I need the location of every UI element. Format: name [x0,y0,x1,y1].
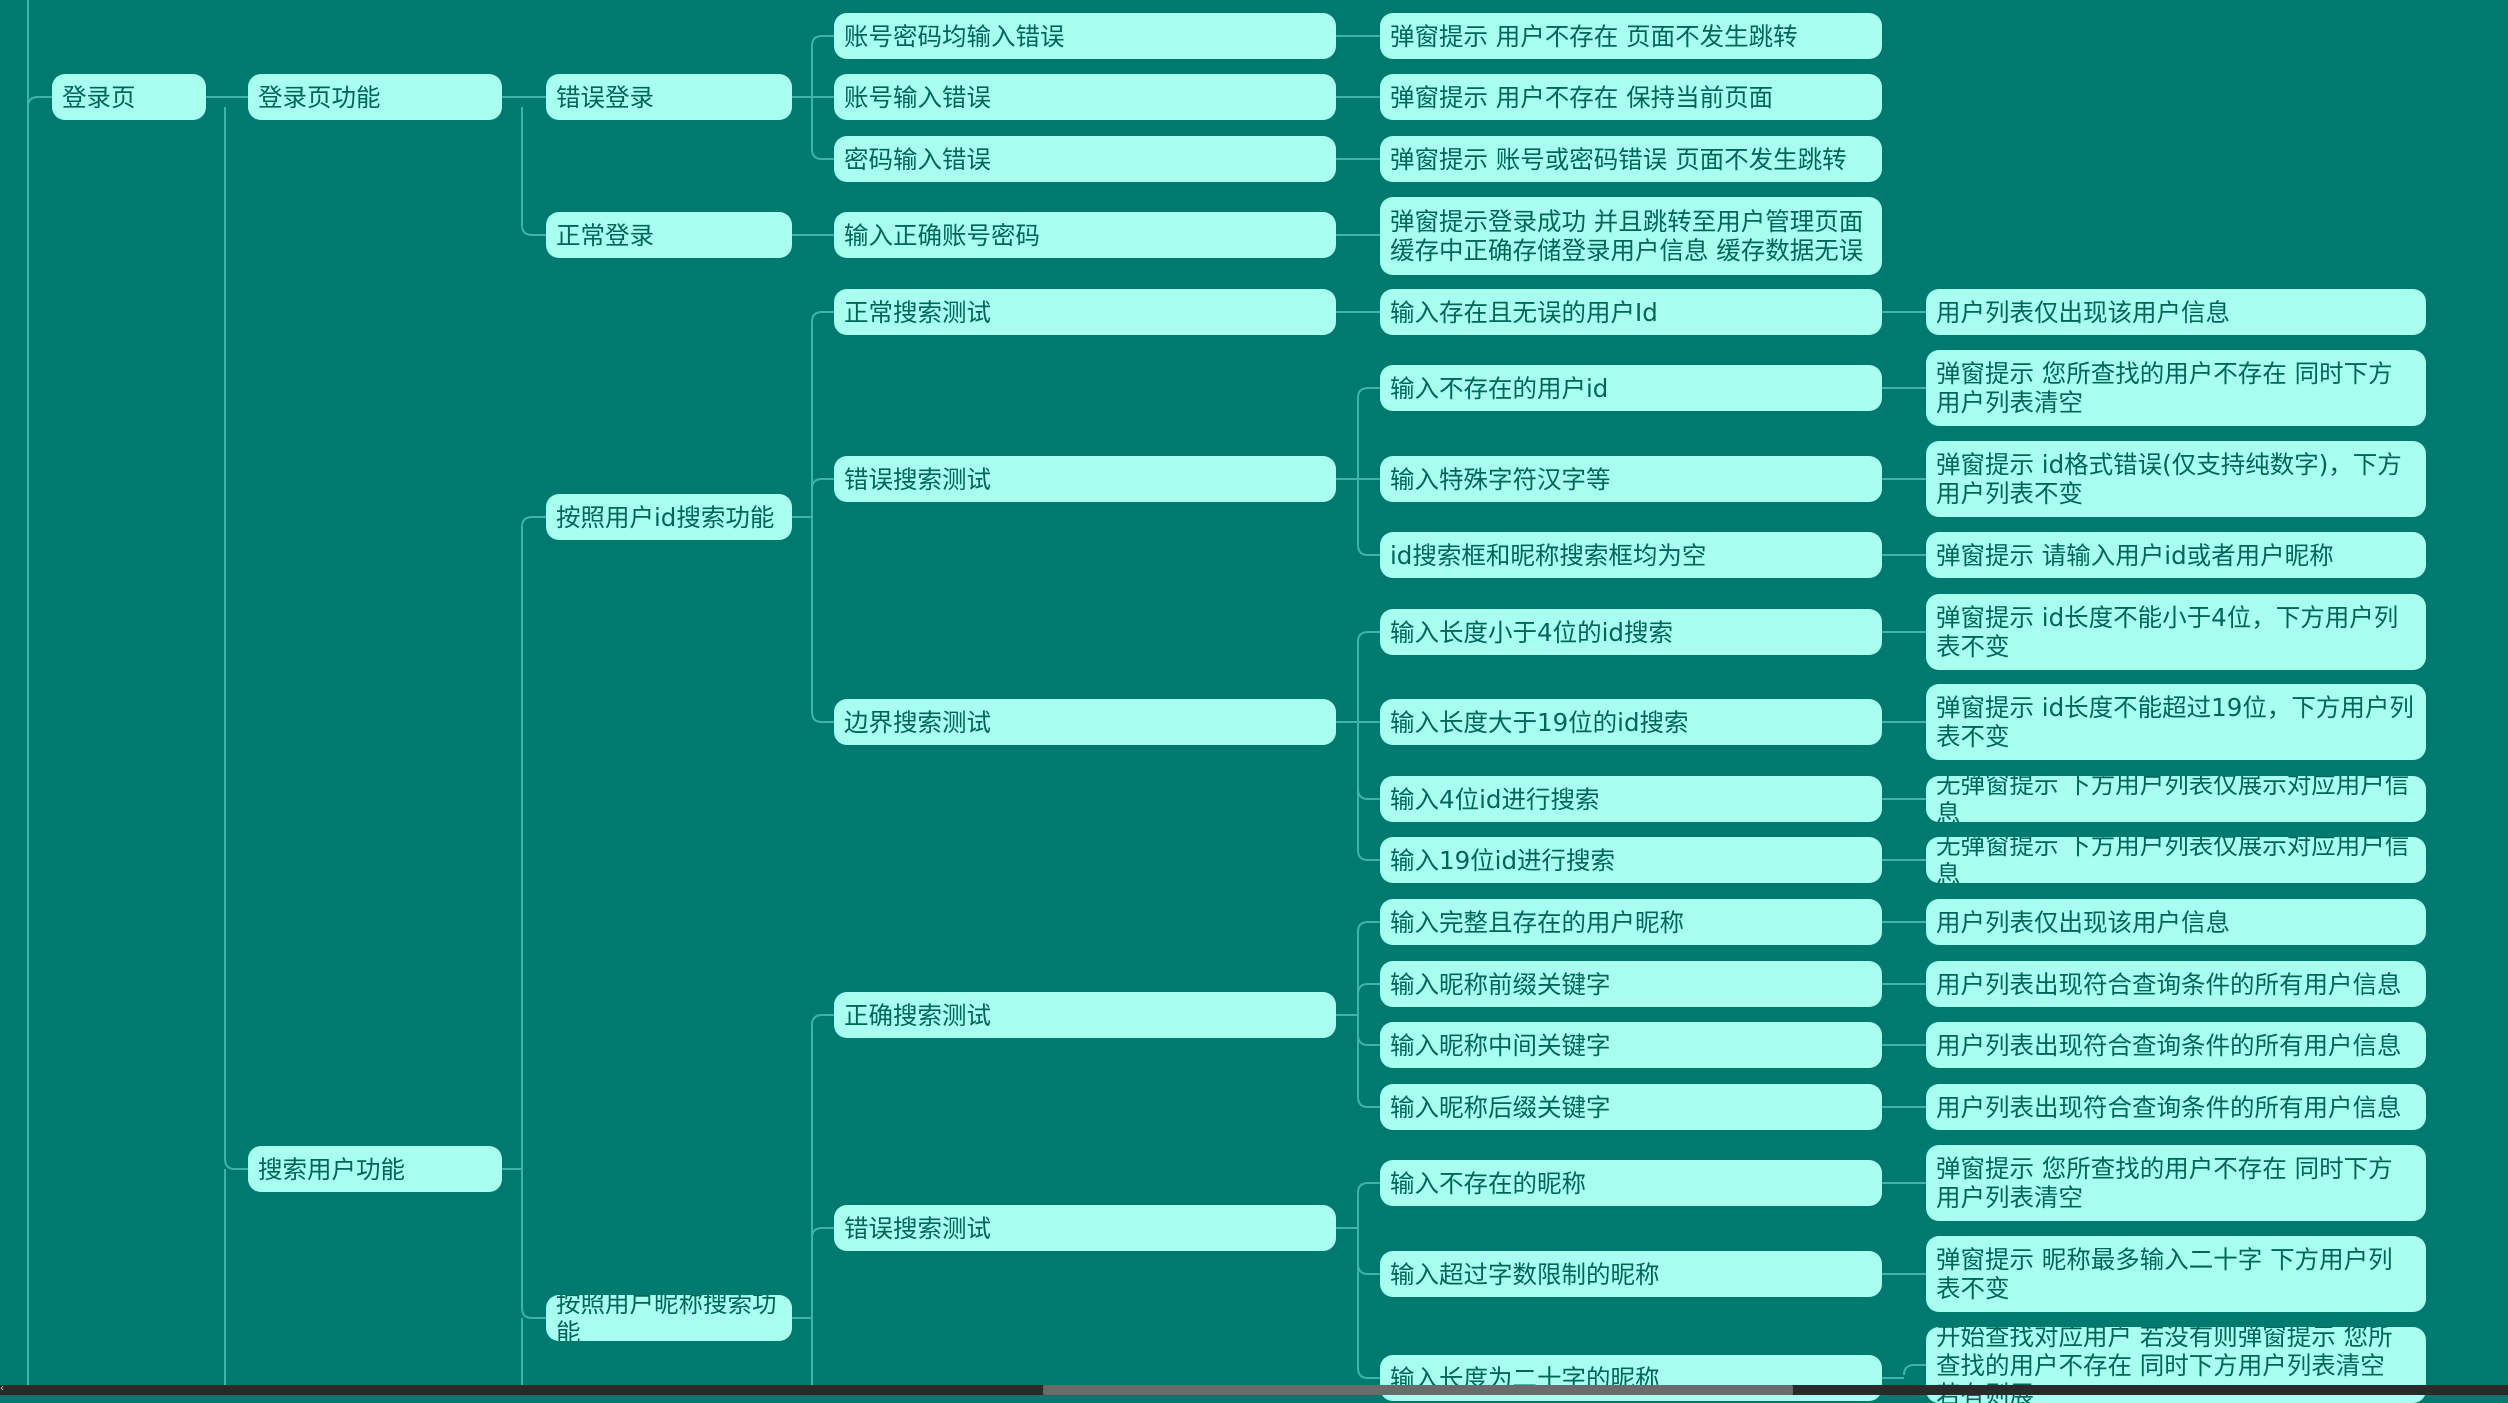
node-id-boundary-search-test[interactable]: 边界搜索测试 [834,699,1336,745]
connector-branch-15-3 [1357,1096,1380,1108]
connector-branch-14-2 [1357,788,1380,800]
connector-branch-3-1 [521,1307,546,1319]
node-correct-credentials[interactable]: 输入正确账号密码 [834,212,1336,258]
node-input-nick-middle[interactable]: 输入昵称中间关键字 [1380,1022,1882,1068]
node-id-normal-search-test[interactable]: 正常搜索测试 [834,289,1336,335]
node-input-full-nickname[interactable]: 输入完整且存在的用户昵称 [1380,899,1882,945]
node-input-nick-suffix[interactable]: 输入昵称后缀关键字 [1380,1084,1882,1130]
node-expect-all-matching-prefix[interactable]: 用户列表出现符合查询条件的所有用户信息 [1926,961,2426,1007]
node-password-wrong[interactable]: 密码输入错误 [834,136,1336,182]
connector-branch-0-0 [27,96,52,108]
node-expect-enter-id-or-nick[interactable]: 弹窗提示 请输入用户id或者用户昵称 [1926,532,2426,578]
connector-branch-31-0 [1903,1364,1926,1376]
node-acct-pwd-both-wrong[interactable]: 账号密码均输入错误 [834,13,1336,59]
node-id-error-search-test[interactable]: 错误搜索测试 [834,456,1336,502]
node-id-length-19[interactable]: 输入19位id进行搜索 [1380,837,1882,883]
node-login-page[interactable]: 登录页 [52,74,206,120]
node-result-acct-or-pwd-wrong[interactable]: 弹窗提示 账号或密码错误 页面不发生跳转 [1380,136,1882,182]
node-result-login-success[interactable]: 弹窗提示登录成功 并且跳转至用户管理页面 缓存中正确存储登录用户信息 缓存数据无… [1380,197,1882,275]
connector-branch-15-0 [1357,921,1380,933]
node-expect-all-matching-middle[interactable]: 用户列表出现符合查询条件的所有用户信息 [1926,1022,2426,1068]
connector-branch-6-2 [811,711,834,723]
scroll-left-arrow-icon[interactable]: ‹ [0,1383,4,1394]
node-input-nonexistent-id[interactable]: 输入不存在的用户id [1380,365,1882,411]
node-nick-error-search-test[interactable]: 错误搜索测试 [834,1205,1336,1251]
node-expect-all-matching-suffix[interactable]: 用户列表出现符合查询条件的所有用户信息 [1926,1084,2426,1130]
connector-branch-2-1 [521,224,546,236]
connector-branch-6-0 [811,311,834,323]
connector-branch-13-2 [1357,544,1380,556]
node-expect-nick-not-found-clear[interactable]: 弹窗提示 您所查找的用户不存在 同时下方用户列表清空 [1926,1145,2426,1221]
node-input-existing-id[interactable]: 输入存在且无误的用户Id [1380,289,1882,335]
node-id-length-4[interactable]: 输入4位id进行搜索 [1380,776,1882,822]
node-expect-user-not-found-clear[interactable]: 弹窗提示 您所查找的用户不存在 同时下方用户列表清空 [1926,350,2426,426]
horizontal-scrollbar-thumb[interactable] [1043,1385,1793,1395]
node-account-wrong[interactable]: 账号输入错误 [834,74,1336,120]
node-wrong-login[interactable]: 错误登录 [546,74,792,120]
node-input-nick-over-limit[interactable]: 输入超过字数限制的昵称 [1380,1251,1882,1297]
node-expect-only-this-user-nick[interactable]: 用户列表仅出现该用户信息 [1926,899,2426,945]
node-input-nick-prefix[interactable]: 输入昵称前缀关键字 [1380,961,1882,1007]
node-expect-show-matching-4[interactable]: 无弹窗提示 下方用户列表仅展示对应用户信息 [1926,776,2426,822]
connector-branch-16-1 [1357,1263,1380,1275]
node-id-length-gt19[interactable]: 输入长度大于19位的id搜索 [1380,699,1882,745]
connector-branch-14-0 [1357,631,1380,643]
node-result-user-not-exist-stay[interactable]: 弹窗提示 用户不存在 保持当前页面 [1380,74,1882,120]
connector-branch-16-2 [1357,1367,1380,1379]
node-nick-correct-search-test[interactable]: 正确搜索测试 [834,992,1336,1038]
connector-branch-6-1 [811,478,834,490]
node-search-by-id[interactable]: 按照用户id搜索功能 [546,494,792,540]
connector-branch-16-0 [1357,1182,1380,1194]
node-result-user-not-exist-no-jump[interactable]: 弹窗提示 用户不存在 页面不发生跳转 [1380,13,1882,59]
node-expect-nick-max-20[interactable]: 弹窗提示 昵称最多输入二十字 下方用户列表不变 [1926,1236,2426,1312]
node-input-special-chars[interactable]: 输入特殊字符汉字等 [1380,456,1882,502]
node-both-search-boxes-empty[interactable]: id搜索框和昵称搜索框均为空 [1380,532,1882,578]
node-expect-id-format-error[interactable]: 弹窗提示 id格式错误(仅支持纯数字)，下方用户列表不变 [1926,441,2426,517]
node-expect-only-this-user[interactable]: 用户列表仅出现该用户信息 [1926,289,2426,335]
connector-branch-13-0 [1357,387,1380,399]
node-normal-login[interactable]: 正常登录 [546,212,792,258]
connector-branch-4-0 [811,35,834,47]
node-expect-id-min-length[interactable]: 弹窗提示 id长度不能小于4位，下方用户列表不变 [1926,594,2426,670]
node-login-page-functions[interactable]: 登录页功能 [248,74,502,120]
node-search-by-nickname[interactable]: 按照用户昵称搜索功能 [546,1295,792,1341]
connector-branch-15-2 [1357,1034,1380,1046]
connector-branch-14-3 [1357,849,1380,861]
connector-branch-7-0 [811,1014,834,1026]
connector-branch-1-1 [224,1158,248,1170]
node-expect-show-matching-19[interactable]: 无弹窗提示 下方用户列表仅展示对应用户信息 [1926,837,2426,883]
connector-branch-4-2 [811,148,834,160]
node-search-user-functions[interactable]: 搜索用户功能 [248,1146,502,1192]
node-input-nonexistent-nick[interactable]: 输入不存在的昵称 [1380,1160,1882,1206]
connector-branch-15-1 [1357,983,1380,995]
node-id-length-lt4[interactable]: 输入长度小于4位的id搜索 [1380,609,1882,655]
node-expect-id-max-length[interactable]: 弹窗提示 id长度不能超过19位，下方用户列表不变 [1926,684,2426,760]
connector-branch-7-1 [811,1227,834,1239]
connector-branch-3-0 [521,516,546,528]
